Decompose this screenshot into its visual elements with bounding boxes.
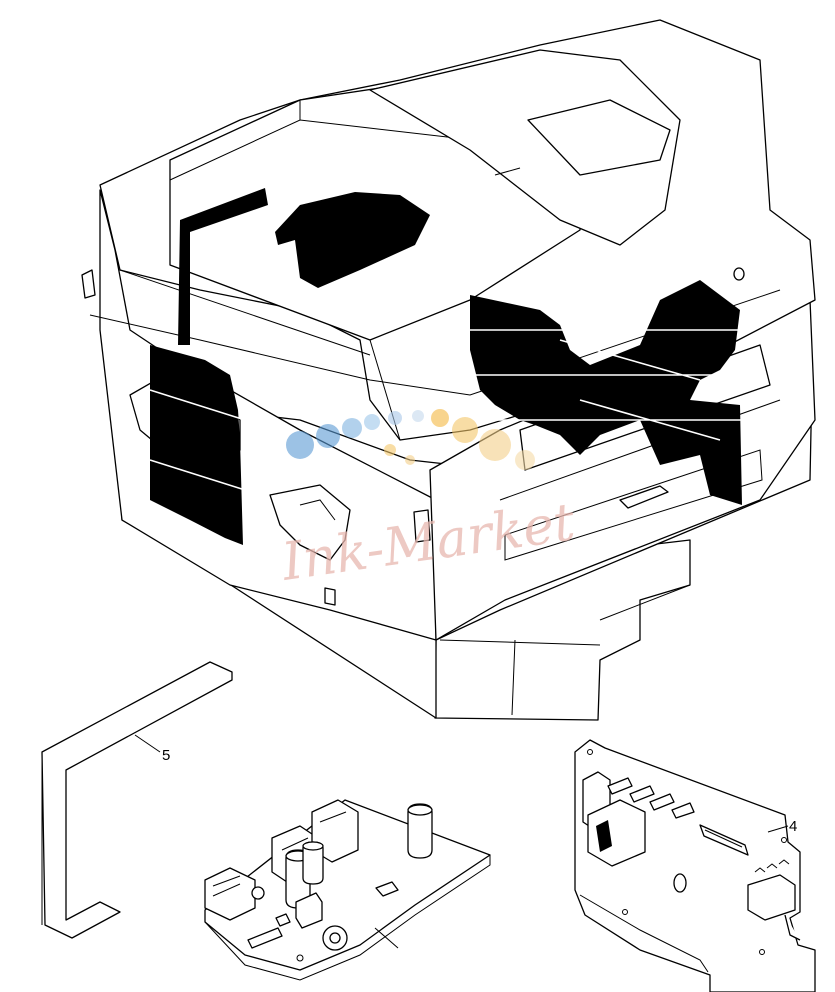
fpc-cable xyxy=(41,661,233,939)
front-handle xyxy=(619,485,669,509)
main-board-pcb xyxy=(574,739,816,992)
watermark-logo xyxy=(286,409,535,470)
internal-shadow-blocks xyxy=(150,188,742,545)
callout-fpc-cable: 5 xyxy=(162,747,170,764)
main-board-part: 4 xyxy=(574,739,816,992)
button-panel xyxy=(269,484,351,561)
callout-main-board: 4 xyxy=(789,818,797,835)
printer-body: Ink-Market xyxy=(81,19,816,721)
power-supply-board xyxy=(204,799,491,981)
fpc-cable-part: 5 xyxy=(41,661,233,939)
